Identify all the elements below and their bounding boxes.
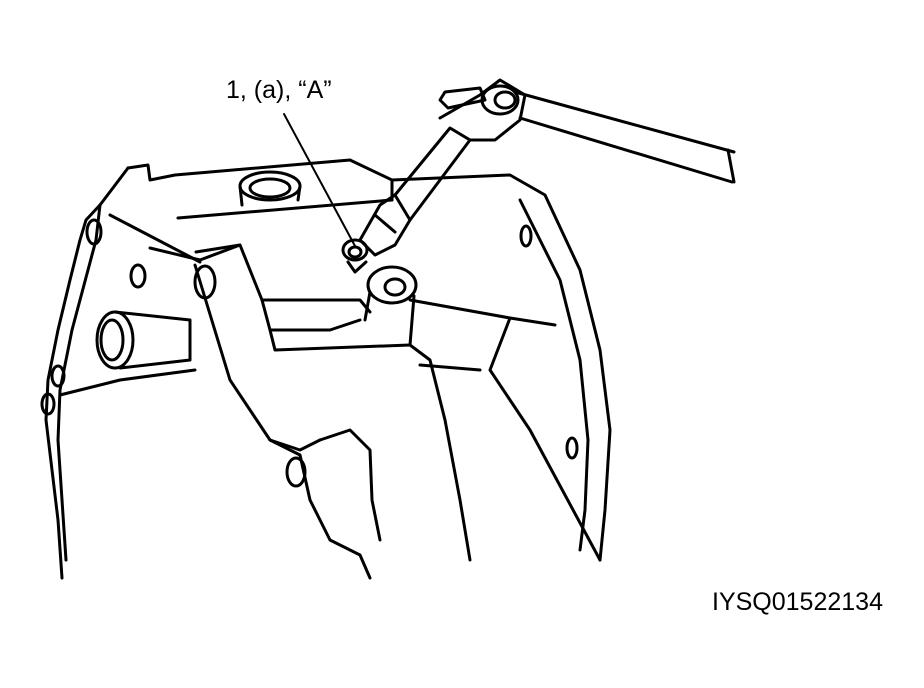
lower-boss [270,440,370,578]
lower-ledge [420,365,480,370]
top-boss-side [240,186,300,205]
central-web-2 [270,330,410,350]
lower-hole [287,458,305,486]
case-left-flange [46,168,128,578]
figure-code: IYSQ01522134 [712,588,883,616]
mount-boss-hole [385,279,405,295]
lower-boss-2 [320,430,380,540]
callout-leader [284,114,355,246]
right-rib-2 [510,318,555,325]
left-hole-2 [131,265,145,287]
central-rib-bar [150,245,240,260]
case-left-flange-inner [58,205,100,560]
center-horizontal-surface [60,370,195,395]
callout-label: 1, (a), “A” [226,76,332,104]
left-bore-body [115,312,190,368]
right-hole-1 [521,226,531,246]
case-right-edge-inner [520,200,588,550]
left-bore-inner [101,320,123,360]
lower-center-surface [410,345,470,560]
central-web [262,300,370,312]
left-hole-1 [87,220,101,244]
right-hole-2 [567,438,577,458]
right-rib [410,300,600,560]
mount-boss-side [365,292,414,345]
upper-surface-line [178,200,392,218]
upper-surface-line-2 [110,215,200,262]
mount-boss-outer [368,267,416,303]
case-right-edge [392,175,610,560]
wrench-icon [360,80,734,255]
top-boss-inner [250,179,290,197]
central-rib-left [196,245,360,330]
left-hole-4 [42,394,54,414]
left-hole-3 [52,366,64,386]
